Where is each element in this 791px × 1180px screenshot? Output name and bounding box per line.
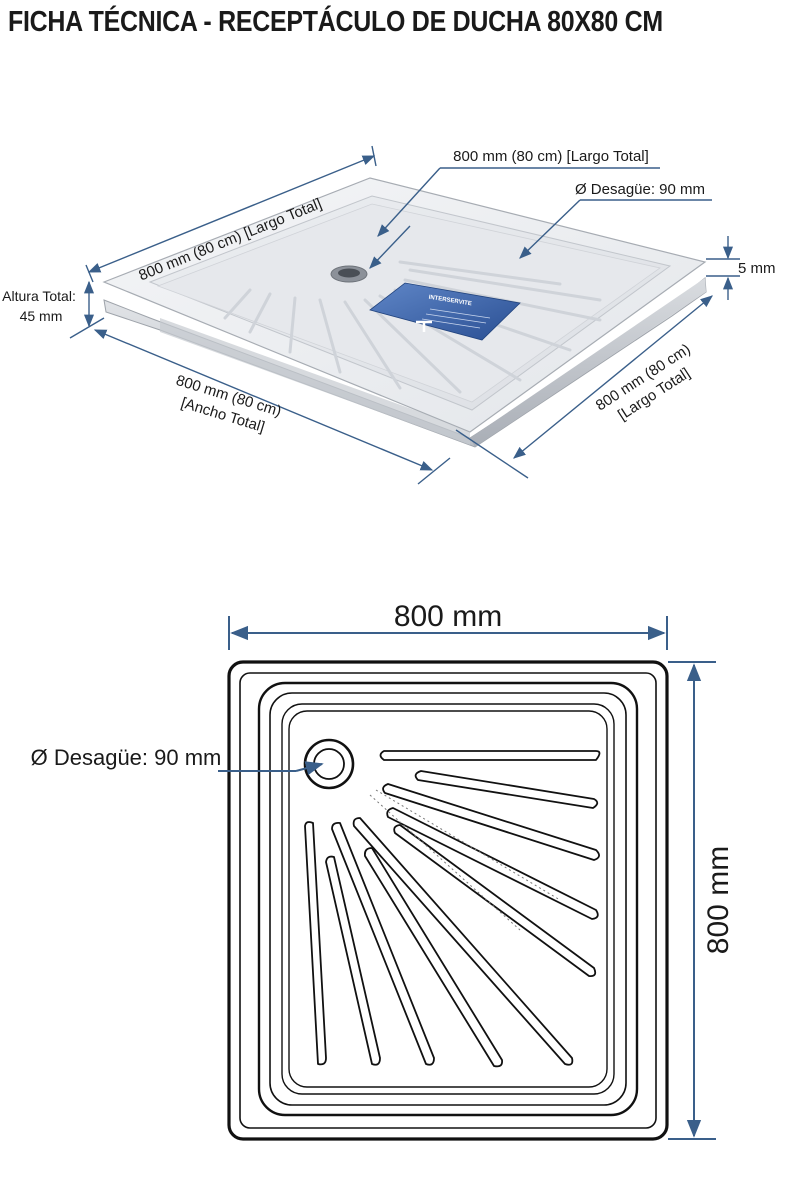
iso-height-label-line2: 45 mm <box>20 308 63 324</box>
iso-top-length-label: 800 mm (80 cm) [Largo Total] <box>453 148 649 165</box>
plan-view-tray <box>227 660 669 1141</box>
plan-width-label: 800 mm <box>394 600 502 633</box>
page-title: FICHA TÉCNICA - RECEPTÁCULO DE DUCHA 80X… <box>8 6 663 38</box>
drain-outline <box>303 738 355 790</box>
iso-height-label-line1: Altura Total: <box>2 288 76 304</box>
plan-dimensions <box>218 616 716 1140</box>
iso-rim-label: 5 mm <box>738 260 776 277</box>
groove-pattern <box>304 750 601 1068</box>
iso-dimensions <box>69 145 740 485</box>
iso-drain-label: Ø Desagüe: 90 mm <box>575 181 705 198</box>
plan-height-label: 800 mm <box>702 846 735 954</box>
plan-drain-label: Ø Desagüe: 90 mm <box>31 745 222 770</box>
